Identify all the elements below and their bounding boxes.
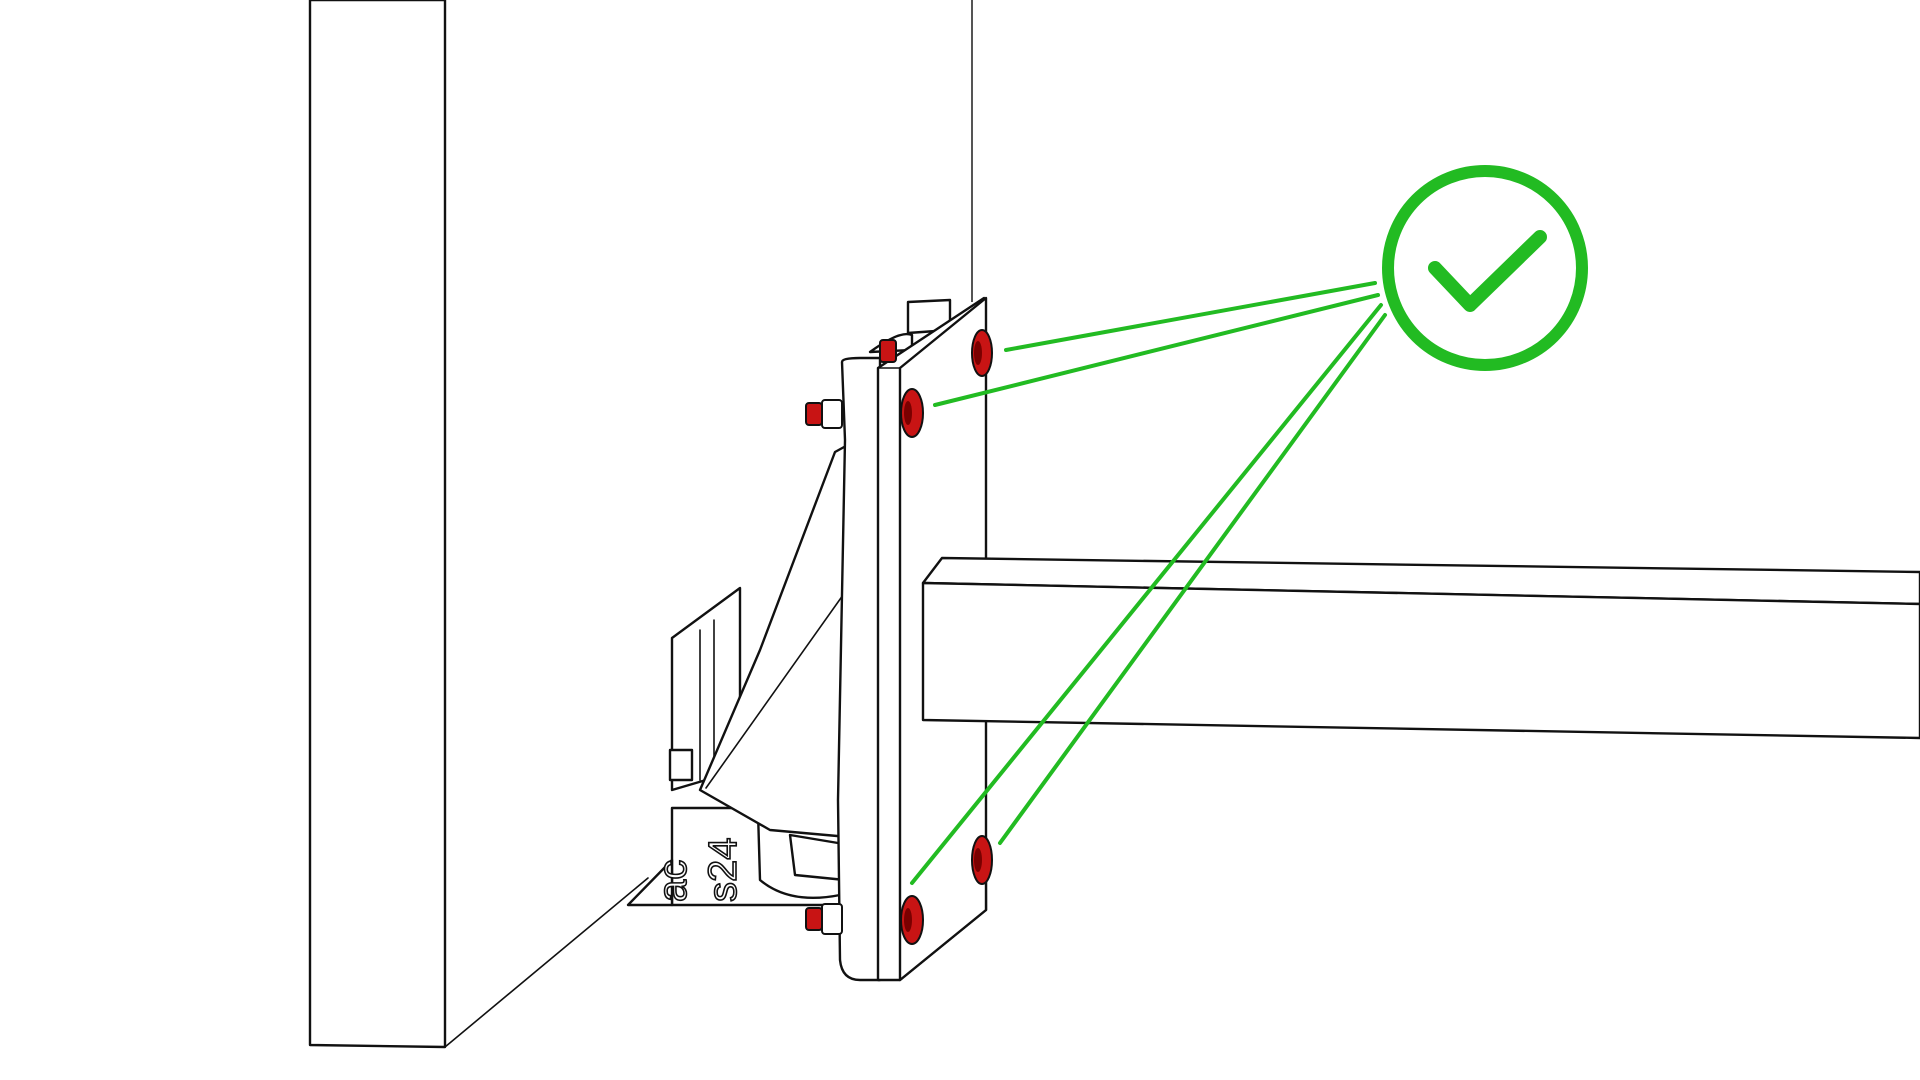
check-circle-icon [1382,165,1588,371]
cabinet-panel [308,0,973,1049]
screw-back-upper [879,339,897,363]
engraving-s24: s24 [701,838,745,903]
screw-top-left [900,388,924,438]
screw-bottom-right [971,835,993,885]
screw-top-right [971,329,993,377]
drawer-rail [921,556,1920,740]
screw-back-top [805,399,843,429]
screws [805,329,993,945]
screw-bottom-left [900,895,924,945]
callout-lines [910,281,1387,885]
screw-back-bottom [805,903,843,935]
engraving-ac: ac [651,860,695,902]
back-plate [836,298,952,982]
